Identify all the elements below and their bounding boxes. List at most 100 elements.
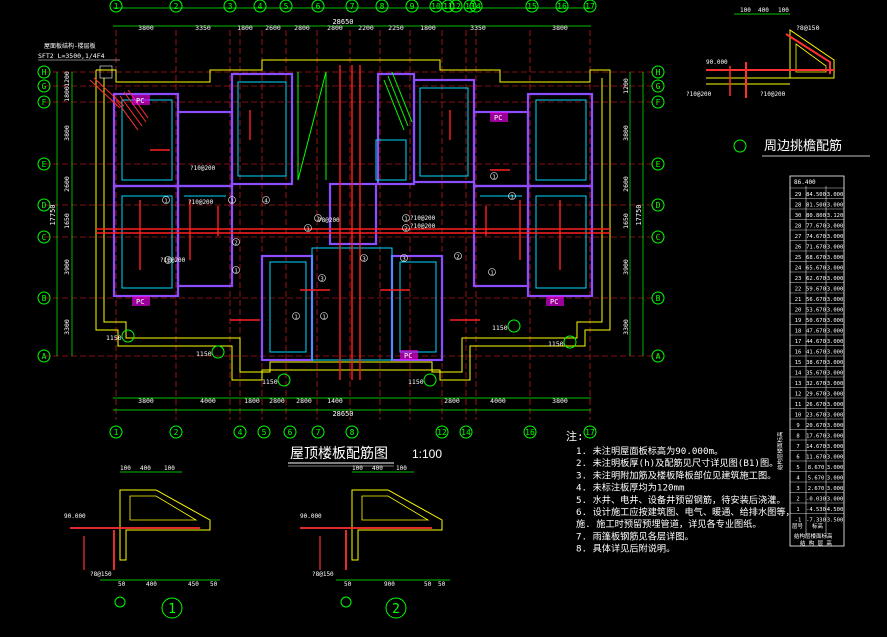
room-mark-label: 2 xyxy=(456,255,459,261)
table-floor-no: 12 xyxy=(795,392,802,398)
table-floor-no: 24 xyxy=(795,266,802,272)
table-elevation: 65.670 xyxy=(806,266,826,272)
table-footer-col1: 层号 xyxy=(792,523,804,530)
table-elevation: 17.670 xyxy=(806,434,826,440)
table-elevation: 71.670 xyxy=(806,245,826,251)
rebar-label: ?10@200 xyxy=(410,223,436,230)
grid-bubble xyxy=(345,0,359,13)
grid-bubble xyxy=(435,425,449,439)
dimension-text: 1650 xyxy=(622,213,630,229)
note-line: 3. 未注明附加筋及楼板降板部位见建筑施工图。 xyxy=(576,469,776,481)
room-mark-label: 3 xyxy=(320,277,323,283)
table-floor-no: 18 xyxy=(795,329,802,335)
table-elevation: 35.670 xyxy=(806,371,826,377)
table-height: 3.000 xyxy=(827,465,844,471)
grid-label: A xyxy=(42,352,47,361)
grid-label: 11 xyxy=(443,2,453,11)
note-line: 5. 水井、电井、设备井预留钢筋，待安装后浇灌。 xyxy=(576,494,786,506)
room-mark-label: 1 xyxy=(510,195,513,201)
dimension-text: 2600 xyxy=(63,176,71,192)
dimension-text: 1650 xyxy=(63,213,71,229)
table-elevation: 74.670 xyxy=(806,234,826,240)
grid-bubble xyxy=(233,425,247,439)
section-1-bottom-dim: 50 xyxy=(210,581,218,588)
table-floor-no: 21 xyxy=(795,297,802,303)
grid-label: C xyxy=(656,233,661,242)
grid-bubble xyxy=(37,198,51,212)
room-mark-label: 1 xyxy=(490,271,493,277)
grid-bubble xyxy=(223,0,237,13)
grid-label: 6 xyxy=(288,428,293,437)
table-elevation: 5.670 xyxy=(808,476,825,482)
table-elevation: 29.670 xyxy=(806,392,826,398)
callout-text: 1150 xyxy=(106,334,122,342)
table-elevation: 77.670 xyxy=(806,224,826,230)
grid-bubble xyxy=(37,349,51,363)
section-2-label: 2 xyxy=(392,602,400,617)
grid-bubble xyxy=(37,65,51,79)
table-height: 3.000 xyxy=(827,224,844,230)
table-elevation: -7.330 xyxy=(806,518,826,524)
grid-bubble xyxy=(651,157,665,171)
callout-text: 1150 xyxy=(492,324,508,332)
grid-bubble xyxy=(37,157,51,171)
top-left-annotation: SFT2 L=3500,1/4F4 屋面板结构-楼层板 xyxy=(38,42,120,79)
grid-label: 5 xyxy=(284,2,289,11)
grid-label: 5 xyxy=(262,428,267,437)
section-2-rebar: ?8@150 xyxy=(312,571,334,578)
room-mark-label: 1 xyxy=(230,199,233,205)
section-1-elev: 90.000 xyxy=(64,513,86,520)
table-height: 3.000 xyxy=(827,413,844,419)
eave-dim: 400 xyxy=(758,7,769,14)
room-mark-label: 1 xyxy=(164,199,167,205)
room-mark-circle xyxy=(262,196,270,204)
table-floor-no: 27 xyxy=(795,234,802,240)
dimension-text: 3800 xyxy=(552,397,568,405)
grid-label: 14 xyxy=(461,428,471,437)
room-mark-circle xyxy=(314,214,322,222)
grid-label: H xyxy=(656,68,661,77)
section-1-bottom-dim: 400 xyxy=(146,581,157,588)
eave-rebar-1: ?10@200 xyxy=(686,91,712,98)
callout-text: 1150 xyxy=(196,350,212,358)
room-mark-circle xyxy=(228,196,236,204)
grid-label: 6 xyxy=(316,2,321,11)
grid-bubble xyxy=(169,425,183,439)
callout-text: 1150 xyxy=(548,340,564,348)
table-side-note: 结构层楼面标高 xyxy=(776,431,784,470)
grid-label: 10 xyxy=(431,2,441,11)
dimension-text: 3350 xyxy=(195,24,211,32)
grid-bubble xyxy=(405,0,419,13)
grid-label: H xyxy=(42,68,47,77)
table-elevation: 41.670 xyxy=(806,350,826,356)
table-height: 3.000 xyxy=(827,423,844,429)
grid-bubble xyxy=(469,0,483,13)
table-height: 3.000 xyxy=(827,276,844,282)
eave-title: 周边挑檐配筋 xyxy=(764,138,842,153)
room-mark-circle xyxy=(304,224,312,232)
room-mark-label: 1 xyxy=(404,217,407,223)
table-height: 3.000 xyxy=(827,339,844,345)
table-floor-no: 22 xyxy=(795,287,802,293)
table-height: 3.000 xyxy=(827,402,844,408)
room-mark-label: 2 xyxy=(234,241,237,247)
section-1-dim: 400 xyxy=(140,465,151,472)
table-height: 3.000 xyxy=(827,381,844,387)
grid-label: B xyxy=(42,294,47,303)
table-floor-no: 8 xyxy=(796,434,799,440)
table-height: 3.000 xyxy=(827,434,844,440)
rebar-label: ?10@200 xyxy=(160,257,186,264)
table-height: 3.000 xyxy=(827,318,844,324)
grid-label: 8 xyxy=(380,2,385,11)
grid-label: G xyxy=(42,82,47,91)
note-line: 8. 具体详见后附说明。 xyxy=(576,543,675,555)
table-elevation: 59.670 xyxy=(806,287,826,293)
grid-label: 12 xyxy=(451,2,461,11)
dimension-text: 3300 xyxy=(63,319,71,335)
